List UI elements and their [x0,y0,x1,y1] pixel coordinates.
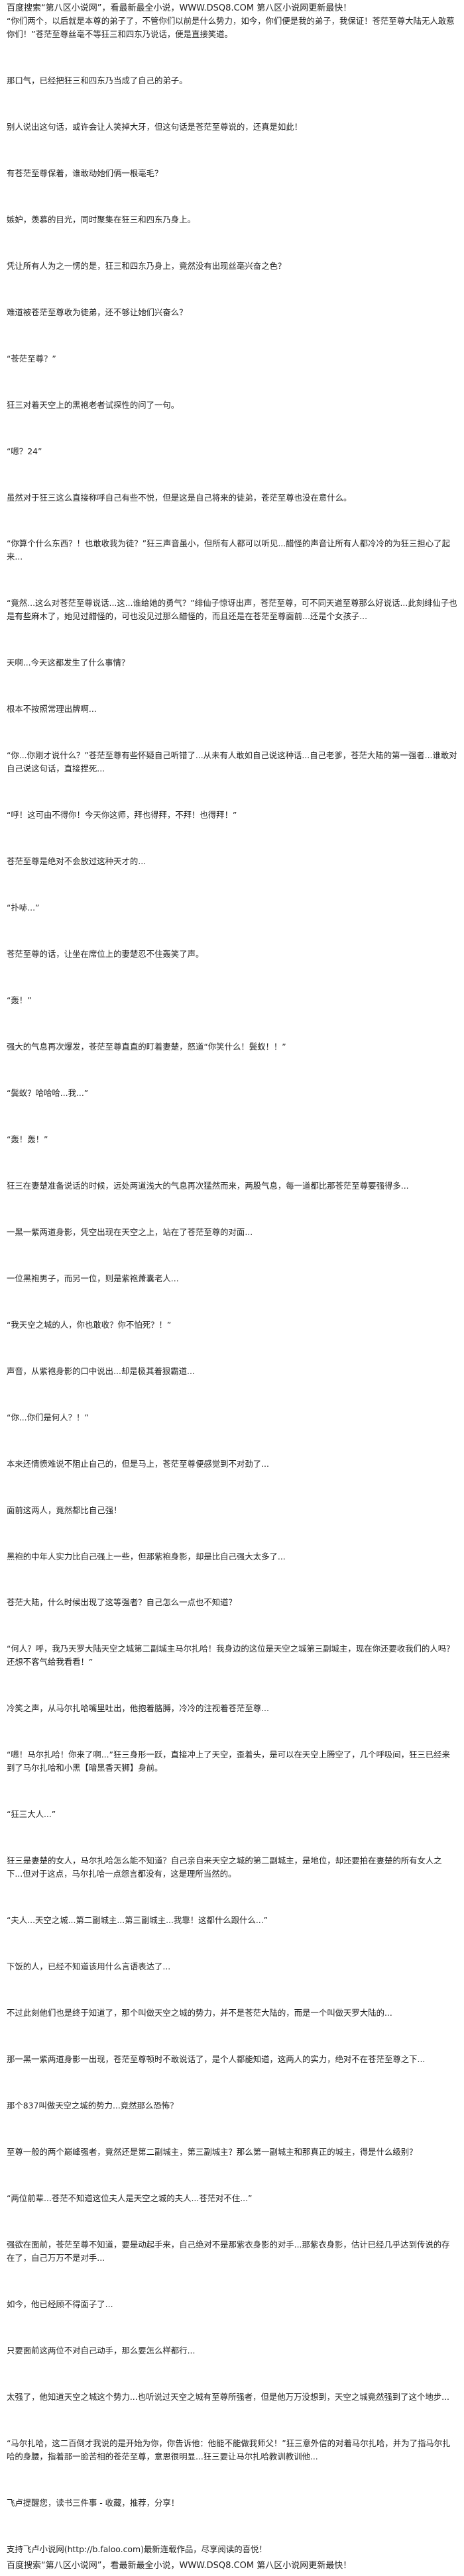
chapter-body: “你们两个，以后就是本尊的弟子了，不管你们以前是什么势力，如今，你们便是我的弟子… [7,15,457,2556]
paragraph: “鬓蚁？哈哈哈...我...” [7,1087,89,1098]
paragraph: “何人？呼，我乃天罗大陆天空之城第二副城主马尔扎哈！我身边的这位是天空之城第三副… [7,1644,455,1667]
paragraph: “轰！” [7,995,32,1006]
paragraph: 黑袍的中年人实力比自己强上一些，但那紫袍身影，却是比自己强大太多了... [7,1551,286,1561]
paragraph: “呼！这可由不得你！今天你这师，拜也得拜，不拜！也得拜！” [7,810,237,820]
paragraph: 别人说出这句话，或许会让人笑掉大牙，但这句话是苍茫至尊说的，还真是如此！ [7,121,303,132]
paragraph: 难道被苍茫至尊收为徒弟，还不够让她们兴奋么？ [7,307,188,317]
paragraph: 苍茫至尊的话，让坐在席位上的妻楚忍不住轰笑了声。 [7,949,204,960]
footer-ad-banner: 百度搜索“第八区小说网”，看最新最全小说，WWW.DSQ8.COM 第八区小说网… [7,2561,352,2571]
paragraph: “你算个什么东西？！也敢收我为徒？”狂三声音虽小，但所有人都可以听见...醋怪的… [7,538,450,562]
paragraph: 嫉妒，羡慕的目光，同时聚集在狂三和四东乃身上。 [7,214,196,224]
paragraph: 面前这两人，竟然都比自己强！ [7,1505,122,1515]
paragraph: 苍茫大陆，什么时候出现了这等强者？自己怎么一点也不知道？ [7,1597,237,1608]
paragraph: “马尔扎哈，这二百倒才我说的是开始为你，你告诉他：他能不能做我师父！”狂三意外信… [7,2438,451,2461]
paragraph: 那一黑一紫两道身影一出现，苍茫至尊顿时不敢说话了，是个人都能知道，这两人的实力，… [7,2054,426,2065]
paragraph: “狂三大人...” [7,1809,56,1820]
paragraph: 下饭的人，已经不知道该用什么言语表达了... [7,1961,171,1972]
paragraph: 强欲在面前，苍茫至尊不知道，要是动起手来，自己绝对不是那紫衣身影的对手...那紫… [7,2239,450,2263]
paragraph: “我天空之城的人，你也敢收？你不怕死？！” [7,1319,172,1330]
paragraph: 如今，他已经顾不得面子了... [7,2299,113,2309]
paragraph: 本来还情愤难说不阻止自己的，但是马上，苍茫至尊便感觉到不对劲了... [7,1458,269,1469]
paragraph: “轰！轰！” [7,1134,48,1144]
paragraph: 那口气，已经把狂三和四东乃当成了自己的弟子。 [7,75,188,85]
paragraph: 有苍茫至尊保着，谁敢动她们俩一根毫毛？ [7,168,163,178]
paragraph: “嗯！马尔扎哈！你来了啊...”狂三身形一跃，直接冲上了天空，歪着头，是可以在天… [7,1750,450,1773]
paragraph: 太强了，他知道天空之城这个势力...也听说过天空之城有至尊所强者，但是他万万没想… [7,2391,449,2402]
paragraph: “你...你们是何人？！” [7,1412,89,1422]
paragraph: 冷笑之声，从马尔扎哈嘴里吐出，他抱着胳膊，冷冷的注视着苍茫至尊... [7,1703,269,1714]
header-ad-banner: 百度搜索“第八区小说网”，看最新最全小说，WWW.DSQ8.COM 第八区小说网… [7,3,352,13]
paragraph: 凭让所有人为之一愣的是，狂三和四东乃身上，竟然没有出现丝毫兴奋之色？ [7,260,286,271]
paragraph: 只要面前这两位不对自己动手，那么要怎么样都行... [7,2345,196,2355]
paragraph: 强大的气息再次爆发，苍茫至尊直直的盯着妻楚，怒道“你笑什么！鬓蚁！！” [7,1042,286,1052]
paragraph: 狂三在妻楚准备说话的时候，远处两道浅大的气息再次猛然而来，两股气息，每一道都比那… [7,1180,409,1191]
paragraph: 飞卢提醒您，读书三件事 - 收藏，推荐，分享！ [7,2497,180,2508]
paragraph: “扑哧...” [7,903,40,913]
paragraph: 声音，从紫袍身影的口中说出...却是极其着狠霸道... [7,1365,195,1376]
paragraph: 苍茫至尊是绝对不会放过这种天才的... [7,856,146,867]
paragraph: “你...你刚才说什么？”苍茫至尊有些怀疑自己听错了...从未有人敢如自己说这种… [7,750,457,774]
paragraph: 一黑一紫两道身影，凭空出现在天空之上，站在了苍茫至尊的对面... [7,1226,253,1237]
paragraph: 至尊一般的两个巅峰强者，竟然还是第二副城主，第三副城主？那么第一副城主和那真正的… [7,2146,418,2157]
paragraph: 狂三是妻楚的女人，马尔扎哈怎么能不知道？自己亲自来天空之城的第二副城主，是地位，… [7,1856,442,1879]
paragraph: 根本不按照常理出牌啊... [7,704,97,715]
paragraph: 一位黑袍男子，而另一位，则是紫袍萧囊老人... [7,1273,179,1283]
paragraph: 虽然对于狂三这么直接称呼自己有些不悦，但是这是自己将来的徒弟，苍茫至尊也没在意什… [7,492,352,503]
paragraph: 那个837叫做天空之城的势力...竟然那么恐怖？ [7,2100,178,2110]
paragraph: 支持飞卢小说网(http://b.faloo.com)最新连载作品，尽享阅读的喜… [7,2544,267,2554]
paragraph: “夫人...天空之城...第二副城主...第三副城主...我靠！这都什么跟什么.… [7,1915,268,1926]
paragraph: “苍茫至尊？” [7,353,56,364]
paragraph: 不过此刻他们也是终于知道了，那个叫做天空之城的势力，并不是苍茫大陆的，而是一个叫… [7,2008,392,2018]
paragraph: “两位前辈...苍茫不知道这位夫人是天空之城的夫人...苍茫对不住...” [7,2193,253,2203]
paragraph: “嗯？24” [7,446,42,456]
paragraph: “你们两个，以后就是本尊的弟子了，不管你们以前是什么势力，如今，你们便是我的弟子… [7,16,455,39]
paragraph: “竟然...这么对苍茫至尊说话...这...谁给她的勇气？”绯仙子惊讶出声，苍茫… [7,598,457,622]
paragraph: 天啊...今天这都发生了什么事情？ [7,658,130,668]
paragraph: 狂三对着天空上的黑袍老者试探性的问了一句。 [7,399,180,410]
